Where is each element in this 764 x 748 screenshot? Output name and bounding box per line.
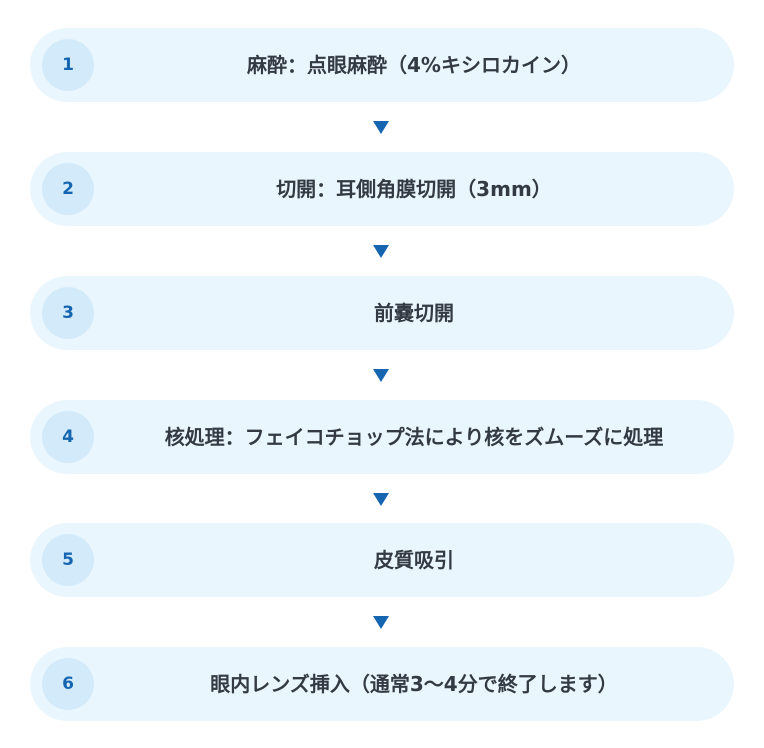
step-number-badge: 3 (42, 287, 94, 339)
step-label: 麻酔：点眼麻酔（4%キシロカイン） (247, 53, 581, 77)
step-number-badge: 6 (42, 658, 94, 710)
arrow-down-icon (373, 369, 389, 382)
step-1: 1 麻酔：点眼麻酔（4%キシロカイン） (30, 28, 734, 102)
step-5: 5 皮質吸引 (30, 523, 734, 597)
step-4: 4 核処理：フェイコチョップ法により核をズムーズに処理 (30, 400, 734, 474)
step-number-badge: 1 (42, 39, 94, 91)
step-label: 前嚢切開 (374, 301, 454, 325)
step-2: 2 切開：耳側角膜切開（3mm） (30, 152, 734, 226)
arrow-down-icon (373, 493, 389, 506)
step-label: 眼内レンズ挿入（通常3〜4分で終了します） (210, 672, 618, 696)
arrow-down-icon (373, 245, 389, 258)
step-number-badge: 4 (42, 411, 94, 463)
step-3: 3 前嚢切開 (30, 276, 734, 350)
step-6: 6 眼内レンズ挿入（通常3〜4分で終了します） (30, 647, 734, 721)
step-label: 核処理：フェイコチョップ法により核をズムーズに処理 (164, 425, 664, 449)
step-number-badge: 2 (42, 163, 94, 215)
step-label: 皮質吸引 (374, 548, 454, 572)
step-label: 切開：耳側角膜切開（3mm） (276, 177, 552, 201)
arrow-down-icon (373, 121, 389, 134)
step-number-badge: 5 (42, 534, 94, 586)
arrow-down-icon (373, 616, 389, 629)
